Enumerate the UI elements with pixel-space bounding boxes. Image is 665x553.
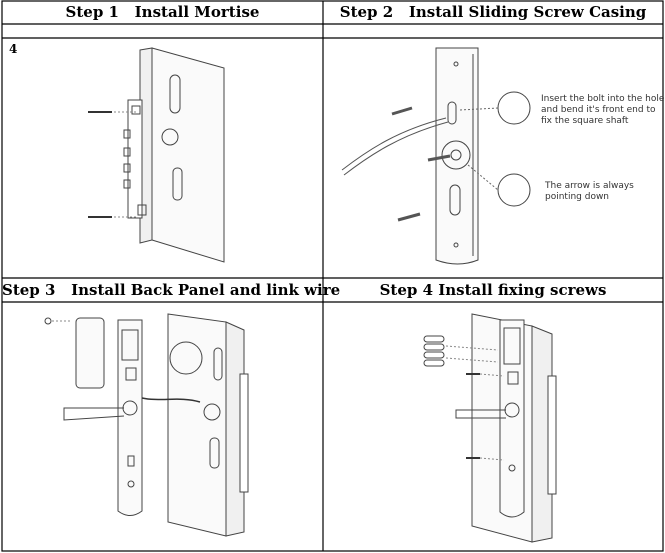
step3-title: Step 3 Install Back Panel and link wire [2,281,341,299]
step1-title: Step 1 Install Mortise [65,3,260,21]
step2-casing-illustration [341,47,531,265]
step4-title: Step 4 Install fixing screws [379,281,607,299]
step2-title: Step 2 Install Sliding Screw Casing [339,3,647,21]
step3-backpanel-illustration [44,313,249,537]
step1-mortise-illustration [88,47,225,263]
step4-fixing-screws-illustration [423,313,557,543]
step2-note-arrow: The arrow is always pointing down [545,181,634,202]
step2-note-bolt: Insert the bolt into the hole and bend i… [541,94,665,126]
step1-number: 4 [9,42,18,56]
